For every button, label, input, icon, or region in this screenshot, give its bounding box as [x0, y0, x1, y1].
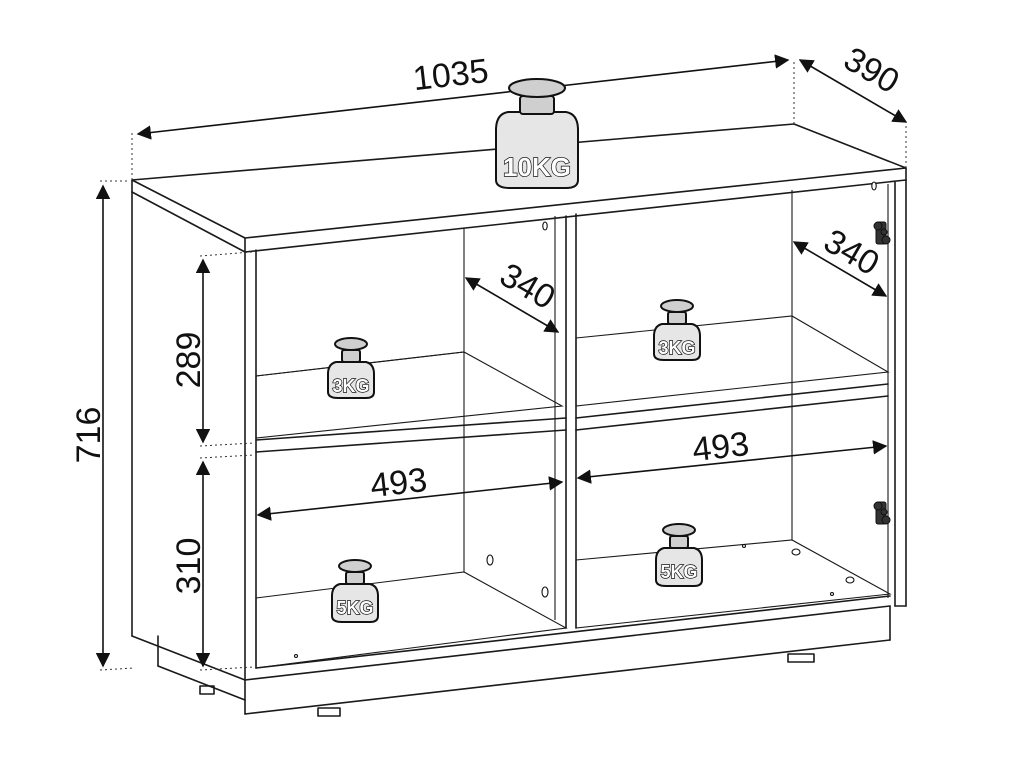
- right-upper-load-label: 3KG: [658, 338, 695, 358]
- right-shelf-depth-label: 340: [817, 222, 885, 283]
- lower-shelf-height-label: 310: [170, 538, 208, 595]
- weight-icon-left-lower: 5KG: [331, 559, 379, 623]
- weight-icon-right-upper: 3KG: [653, 299, 701, 361]
- left-upper-load-label: 3KG: [332, 376, 369, 396]
- lower-hinge-icon: [873, 501, 891, 525]
- top-load-label: 10KG: [503, 152, 571, 182]
- weight-icon-right-lower: 5KG: [655, 523, 703, 587]
- width-dimension-label: 1035: [411, 52, 490, 98]
- right-lower-load-label: 5KG: [660, 562, 697, 582]
- cabinet-body: [131, 123, 907, 717]
- weight-icon-left-upper: 3KG: [327, 337, 375, 399]
- height-dimension-label: 716: [70, 407, 108, 464]
- dimension-lines: [95, 54, 908, 671]
- depth-dimension-label: 390: [837, 40, 905, 101]
- left-lower-load-label: 5KG: [336, 598, 373, 618]
- upper-hinge-icon: [873, 221, 891, 245]
- left-inner-width-label: 493: [368, 461, 429, 505]
- weight-icon-top: 10KG: [495, 78, 579, 189]
- upper-shelf-height-label: 289: [170, 332, 208, 389]
- right-inner-width-label: 493: [690, 425, 751, 469]
- left-shelf-depth-label: 340: [493, 256, 561, 317]
